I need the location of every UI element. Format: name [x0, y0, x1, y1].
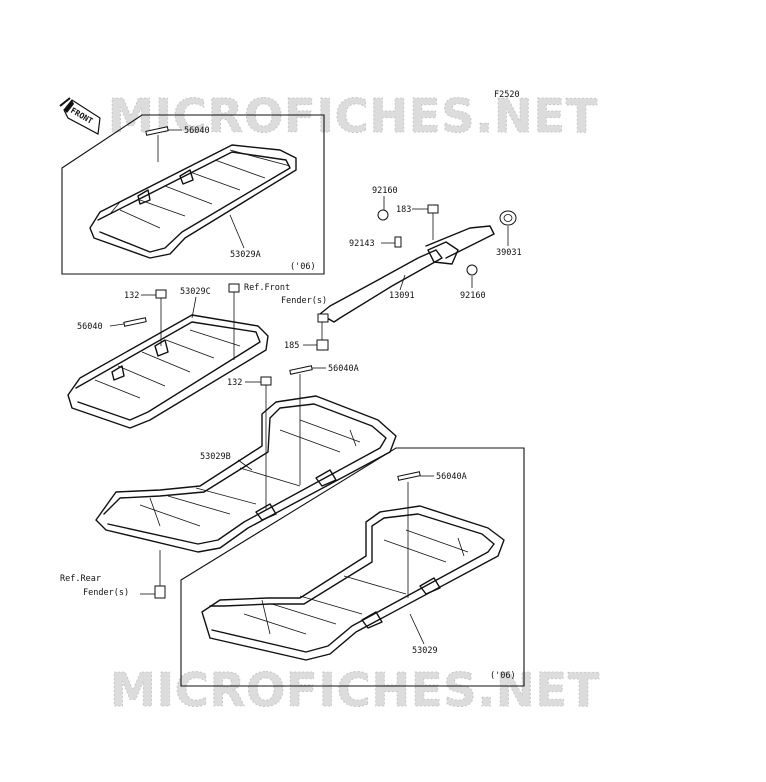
sticker-56040-top: [145, 126, 169, 136]
bolt-183: [427, 204, 439, 240]
label-13091: 13091: [389, 291, 415, 301]
carrier-bracket-13091: [317, 225, 495, 323]
rack-53029B: [95, 395, 397, 553]
collar-39031: [499, 210, 517, 226]
label-132-b: 132: [227, 378, 242, 388]
sticker-56040-mid: [123, 317, 147, 327]
label-53029B: 53029B: [200, 452, 231, 462]
pin-92143: [394, 236, 402, 248]
collar-92160-b: [466, 264, 478, 276]
label-56040A-b: 56040A: [436, 472, 467, 482]
label-06-bottom: ('06): [490, 671, 516, 681]
bolt-ref-front: [228, 283, 240, 360]
front-arrow-icon: [59, 97, 101, 135]
rack-53029A: [89, 144, 297, 259]
watermark-top: MICROFICHES.NET: [108, 89, 598, 143]
label-53029: 53029: [412, 646, 438, 656]
rack-53029C: [67, 314, 269, 429]
bolt-132-a: [155, 289, 167, 346]
label-92143: 92143: [349, 239, 375, 249]
callout-box-53029: [180, 447, 525, 687]
sticker-56040A-a: [289, 365, 313, 375]
callout-box-53029A: [61, 114, 325, 275]
label-92160-a: 92160: [372, 186, 398, 196]
label-39031: 39031: [496, 248, 522, 258]
rack-53029: [201, 505, 505, 661]
bolt-132-b: [260, 376, 272, 510]
label-ref-front-2: Fender(s): [281, 296, 327, 306]
bolt-ref-rear: [154, 550, 166, 599]
label-ref-front-1: Ref.Front: [244, 283, 290, 293]
label-06-top: ('06): [290, 262, 316, 272]
bolt-185: [316, 322, 329, 351]
sticker-56040A-b: [397, 471, 421, 481]
watermark-bottom: MICROFICHES.NET: [110, 663, 600, 717]
label-92160-b: 92160: [460, 291, 486, 301]
label-185: 185: [284, 341, 299, 351]
label-56040-top: 56040: [184, 126, 210, 136]
collar-92160-a: [377, 209, 389, 221]
figure-code: F2520: [494, 90, 520, 100]
label-132-a: 132: [124, 291, 139, 301]
label-56040-mid: 56040: [77, 322, 103, 332]
label-183: 183: [396, 205, 411, 215]
label-ref-rear-1: Ref.Rear: [60, 574, 101, 584]
label-56040A-a: 56040A: [328, 364, 359, 374]
label-53029A: 53029A: [230, 250, 261, 260]
label-ref-rear-2: Fender(s): [83, 588, 129, 598]
label-53029C: 53029C: [180, 287, 211, 297]
